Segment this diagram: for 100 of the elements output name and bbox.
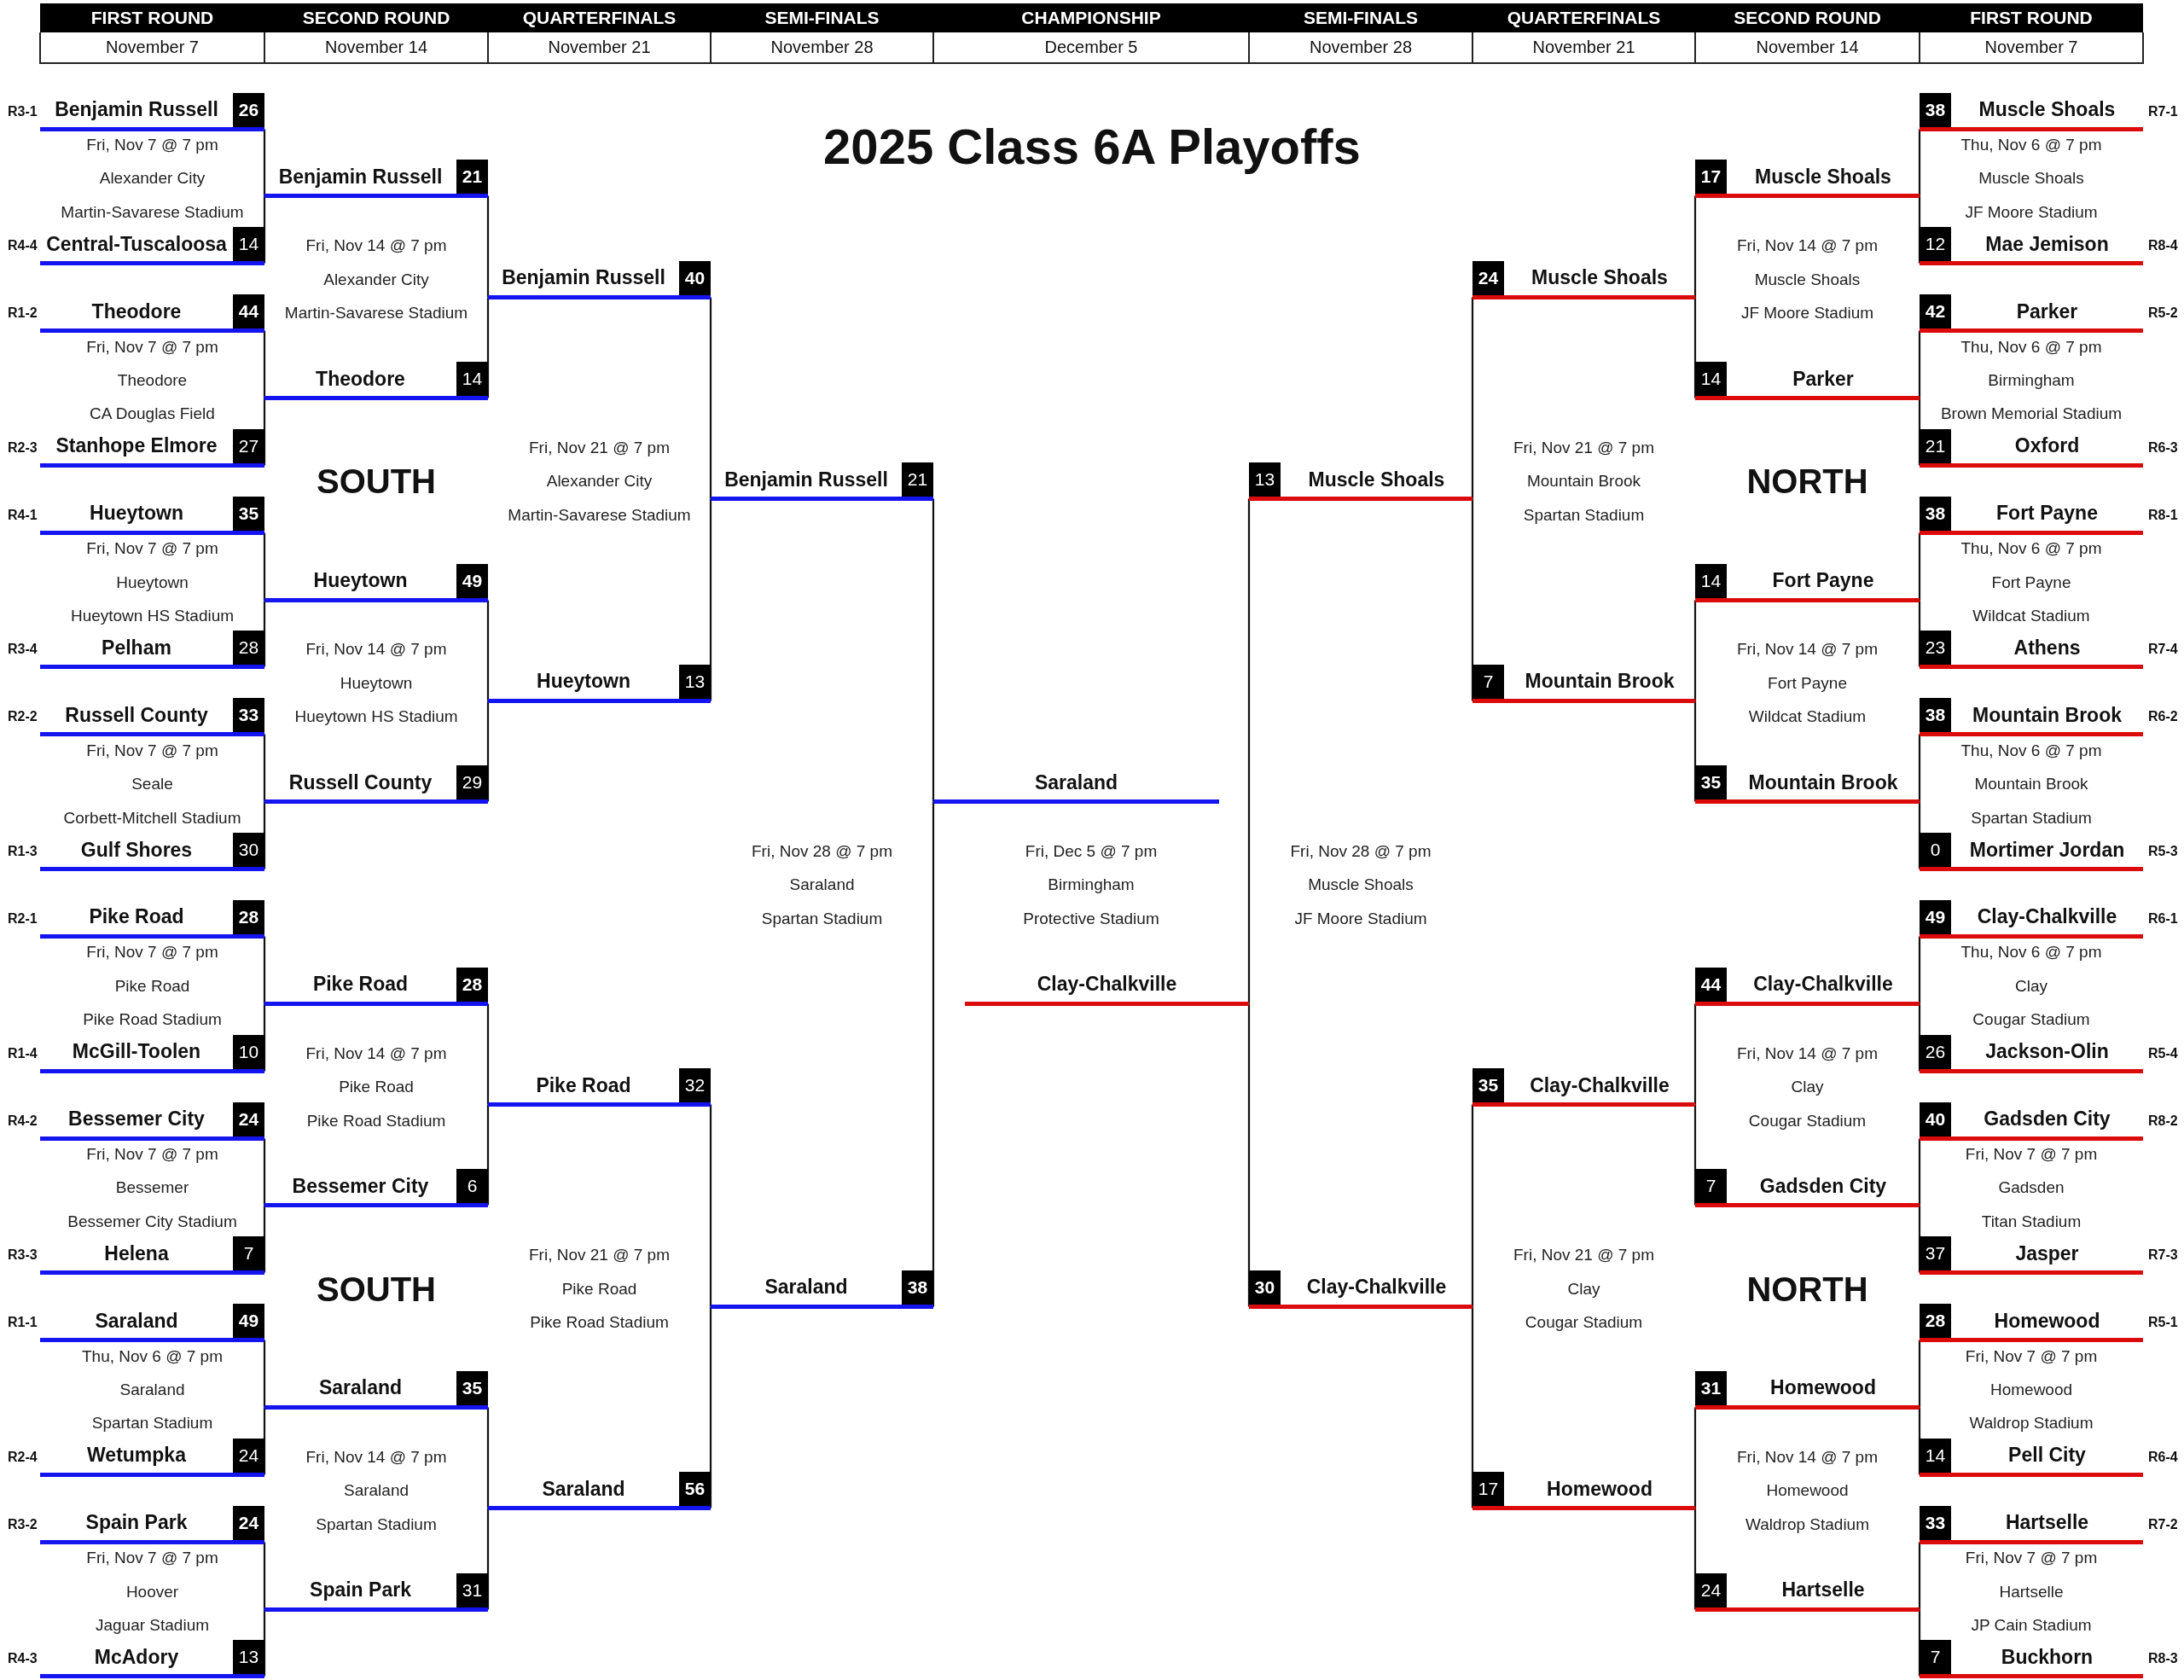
bracket-line <box>1918 1542 1921 1610</box>
round-header: FIRST ROUND <box>1920 3 2143 32</box>
bracket-line <box>486 1508 490 1610</box>
team-name: Hartselle <box>1781 1578 1865 1602</box>
bracket-line <box>1471 297 1474 499</box>
bracket-slot <box>40 496 264 535</box>
bracket-line <box>1471 1306 1474 1509</box>
bracket-slot <box>1920 496 2143 535</box>
bracket-line <box>263 1205 266 1273</box>
bracket-slot <box>711 1270 933 1309</box>
bracket-line <box>1471 498 1474 701</box>
game-info: Fort Payne <box>1768 673 1847 693</box>
team-name: Pell City <box>2008 1444 2086 1468</box>
bracket-slot <box>264 967 488 1006</box>
game-info: Waldrop Stadium <box>1969 1414 2094 1433</box>
team-name: Hartselle <box>2005 1511 2089 1535</box>
seed-label: R7-3 <box>2148 1247 2178 1264</box>
bracket-slot <box>40 1034 264 1073</box>
game-info: Gadsden <box>1998 1178 2065 1198</box>
game-info: Theodore <box>117 371 188 391</box>
score-box: 28 <box>456 967 488 1002</box>
bracket-line <box>263 600 266 667</box>
round-header: QUARTERFINALS <box>1472 3 1695 32</box>
game-info: Homewood <box>1766 1481 1849 1501</box>
team-name: Clay-Chalkville <box>1037 973 1177 997</box>
score-box: 21 <box>902 462 933 497</box>
bracket-line <box>263 1003 266 1072</box>
seed-label: R6-1 <box>2148 910 2178 927</box>
game-info: Hueytown <box>340 673 413 693</box>
team-name: Muscle Shoals <box>1308 468 1445 491</box>
bracket-slot <box>1920 1034 2143 1073</box>
seed-label: R4-4 <box>8 238 38 254</box>
game-info: Clay <box>1567 1279 1600 1299</box>
bracket-line <box>709 297 712 499</box>
game-info: Spartan Stadium <box>1971 808 2092 828</box>
game-info: Martin-Savarese Stadium <box>61 202 244 222</box>
score-box: 13 <box>679 664 711 699</box>
game-info: Mountain Brook <box>1526 472 1641 491</box>
bracket-slot <box>1920 1640 2143 1679</box>
bracket-slot <box>264 160 488 199</box>
team-name: Pelham <box>102 636 171 660</box>
seed-label: R4-3 <box>8 1651 38 1667</box>
bracket-slot <box>1920 833 2143 872</box>
bracket-line <box>263 1138 266 1206</box>
game-info: Pike Road Stadium <box>83 1010 222 1030</box>
score-box: 14 <box>456 362 488 397</box>
score-box: 24 <box>233 1438 264 1473</box>
bracket-slot <box>711 462 933 502</box>
game-info: Bessemer City Stadium <box>67 1212 237 1231</box>
team-name: Jackson-Olin <box>1985 1040 2109 1064</box>
bracket-slot <box>1472 664 1695 703</box>
score-box: 7 <box>1695 1169 1727 1204</box>
bracket-line <box>709 1306 712 1509</box>
bracket-slot <box>1249 1270 1472 1309</box>
score-box: 14 <box>1695 362 1727 397</box>
game-info: Fri, Nov 14 @ 7 pm <box>305 1043 447 1063</box>
game-info: Fri, Nov 7 @ 7 pm <box>1965 1346 2098 1366</box>
team-name: Pike Road <box>536 1073 631 1097</box>
team-name: Saraland <box>1034 770 1118 794</box>
seed-label: R7-2 <box>2148 1516 2178 1532</box>
game-info: Thu, Nov 6 @ 7 pm <box>1960 943 2102 962</box>
score-box: 14 <box>233 227 264 262</box>
team-name: Theodore <box>316 367 405 391</box>
bracket-line <box>263 1542 266 1610</box>
bracket-slot <box>40 1438 264 1477</box>
bracket-line <box>1918 936 1921 1004</box>
game-info: Saraland <box>119 1380 185 1399</box>
bracket-line <box>932 498 935 802</box>
bracket-slot <box>40 1304 264 1343</box>
score-box: 30 <box>233 833 264 868</box>
game-info: Thu, Nov 6 @ 7 pm <box>1960 539 2102 559</box>
score-box: 49 <box>233 1304 264 1339</box>
game-info: Muscle Shoals <box>1754 270 1861 289</box>
region-heading: NORTH <box>1746 462 1868 501</box>
bracket-line <box>486 600 490 701</box>
bracket-line <box>1918 1407 1921 1475</box>
score-box: 17 <box>1695 160 1727 195</box>
score-box: 10 <box>233 1034 264 1069</box>
game-info: Pike Road <box>114 976 190 996</box>
team-name: Benjamin Russell <box>502 266 665 290</box>
region-heading: SOUTH <box>317 1270 436 1309</box>
game-info: Fri, Nov 21 @ 7 pm <box>529 438 670 457</box>
bracket-slot <box>488 1472 711 1511</box>
seed-label: R5-3 <box>2148 844 2178 860</box>
score-box: 23 <box>1920 631 1951 666</box>
score-box: 24 <box>233 1102 264 1136</box>
bracket-slot <box>1920 428 2143 468</box>
game-info: Fri, Nov 7 @ 7 pm <box>86 136 218 154</box>
score-box: 6 <box>456 1169 488 1204</box>
round-header: SEMI-FINALS <box>711 3 933 32</box>
round-header: FIRST ROUND <box>40 3 264 32</box>
team-name: McGill-Toolen <box>72 1040 201 1064</box>
score-box: 28 <box>233 631 264 666</box>
bracket-line <box>1693 1407 1697 1509</box>
bracket-slot <box>1695 967 1920 1006</box>
team-name: Homewood <box>1994 1309 2100 1333</box>
team-name: Spain Park <box>85 1511 188 1535</box>
game-info: Thu, Nov 6 @ 7 pm <box>1960 337 2102 357</box>
bracket-slot <box>1920 227 2143 266</box>
team-name: Mortimer Jordan <box>1969 838 2125 862</box>
